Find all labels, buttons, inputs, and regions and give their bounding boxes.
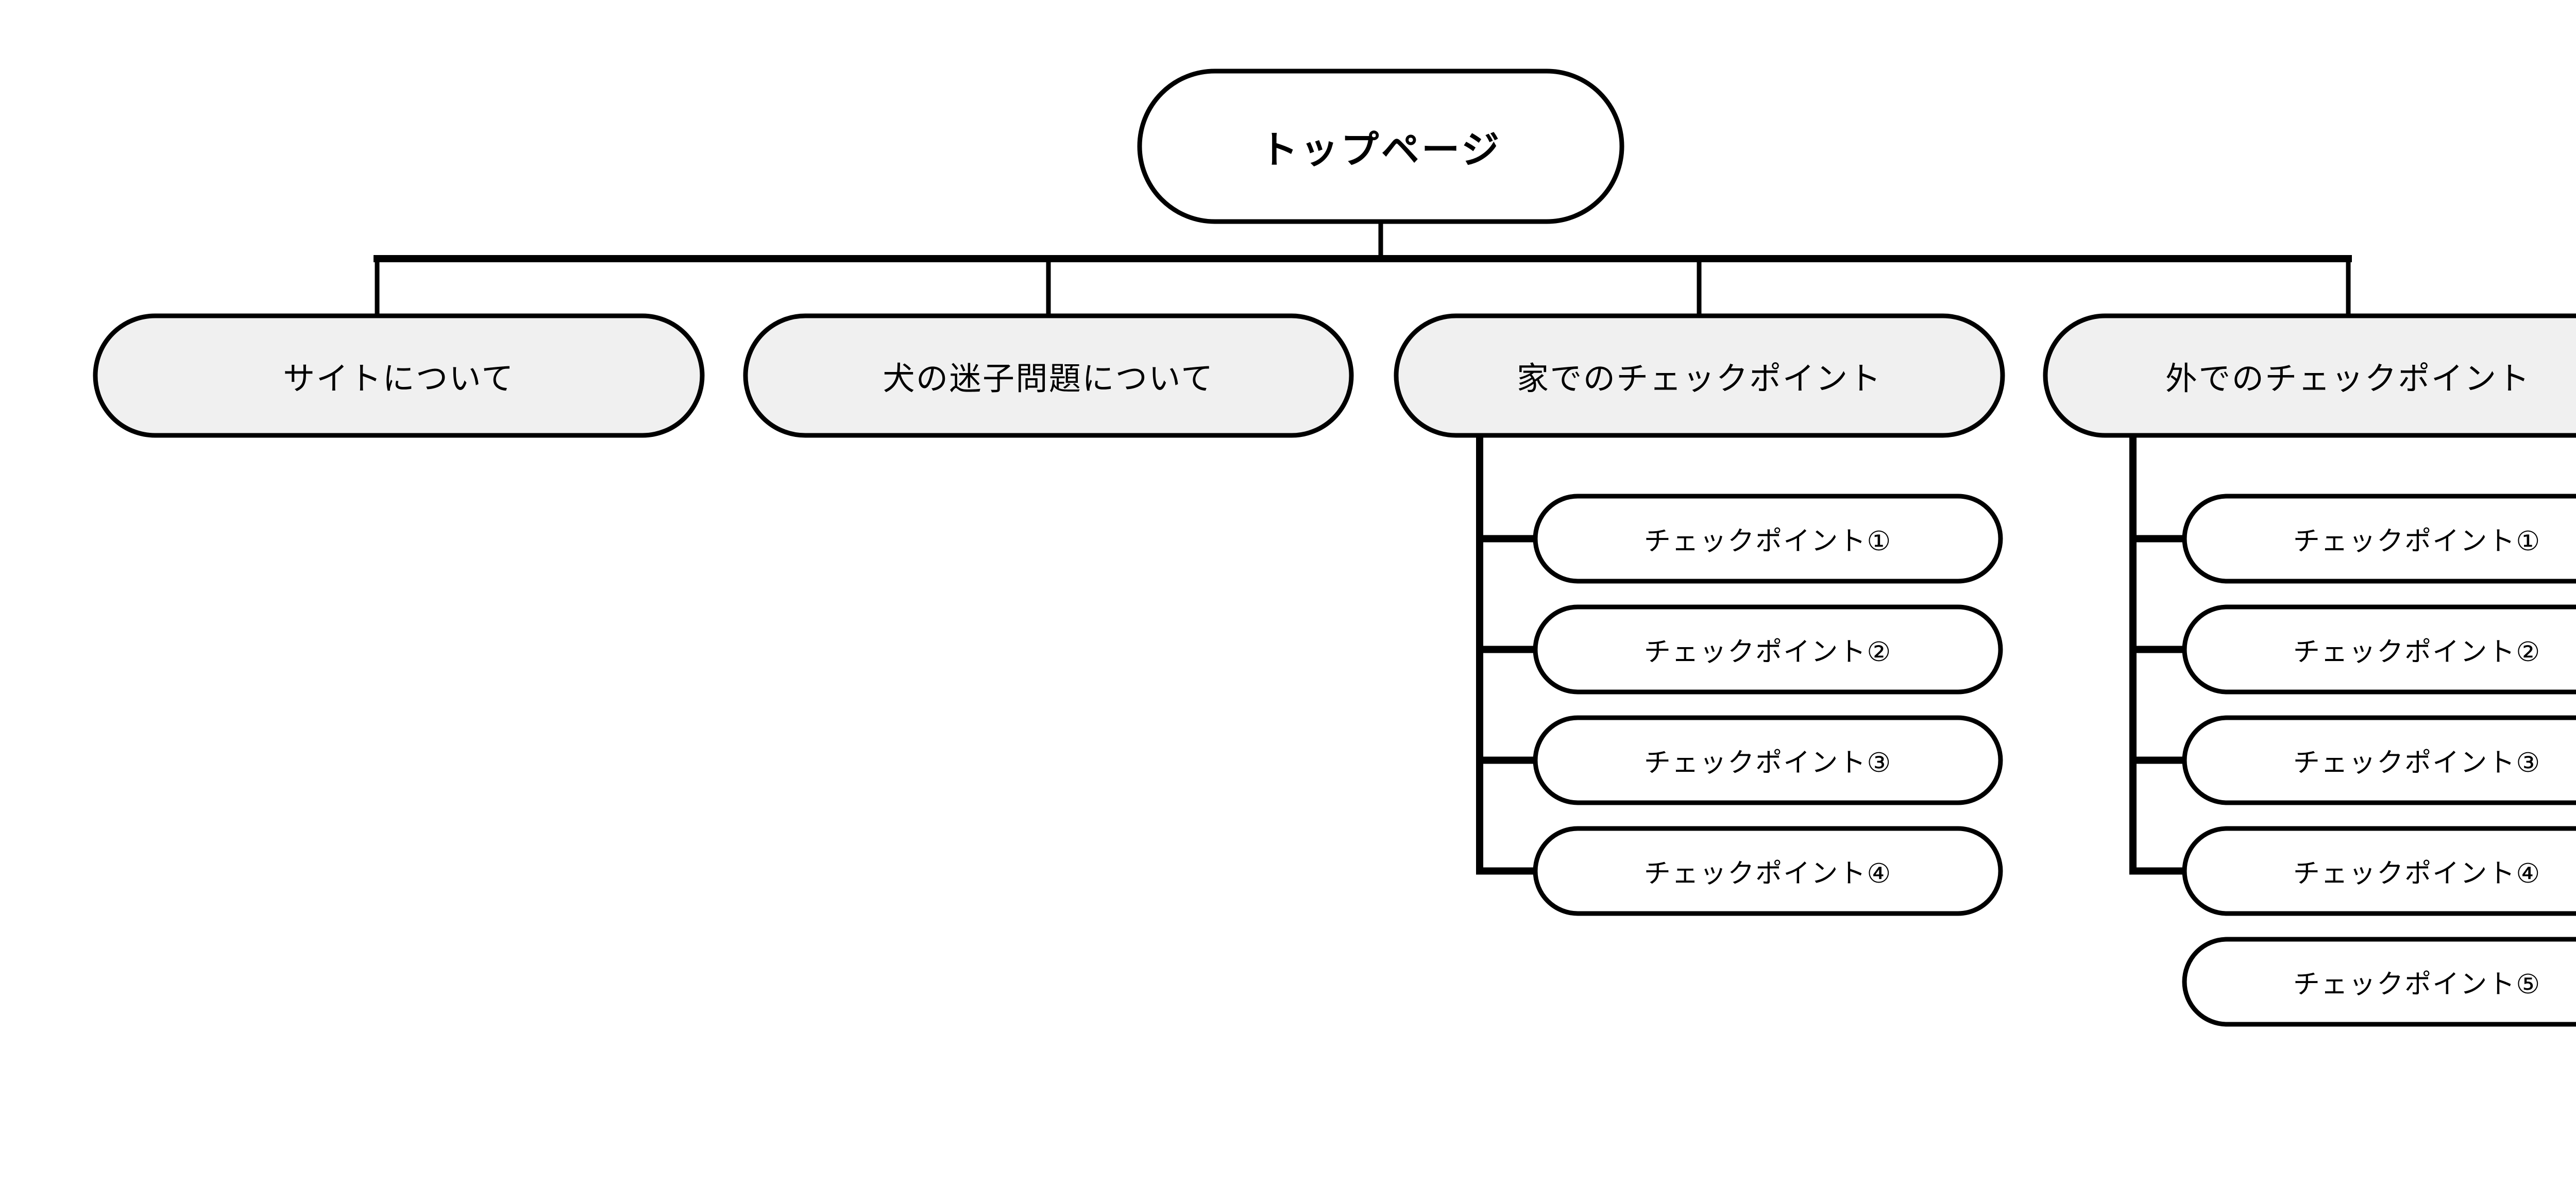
node-level2-1[interactable] [93,313,705,438]
home-checkpoint-leaf-4[interactable] [1533,826,2003,916]
outside-checkpoint-leaf-4[interactable] [2182,826,2576,916]
home-checkpoint-leaf-1[interactable] [1533,494,2003,584]
node-level2-4[interactable] [2043,313,2576,438]
node-root-toppage[interactable] [1137,69,1624,224]
outside-checkpoint-leaf-3[interactable] [2182,715,2576,805]
home-checkpoint-leaf-3[interactable] [1533,715,2003,805]
outside-checkpoint-leaf-5[interactable] [2182,937,2576,1027]
home-checkpoint-leaf-2[interactable] [1533,604,2003,695]
node-level2-2[interactable] [743,313,1354,438]
node-shapes [93,69,2576,1027]
connector-lines [374,219,2352,875]
outside-checkpoint-leaf-2[interactable] [2182,604,2576,695]
node-level2-3[interactable] [1394,313,2005,438]
outside-checkpoint-leaf-1[interactable] [2182,494,2576,584]
